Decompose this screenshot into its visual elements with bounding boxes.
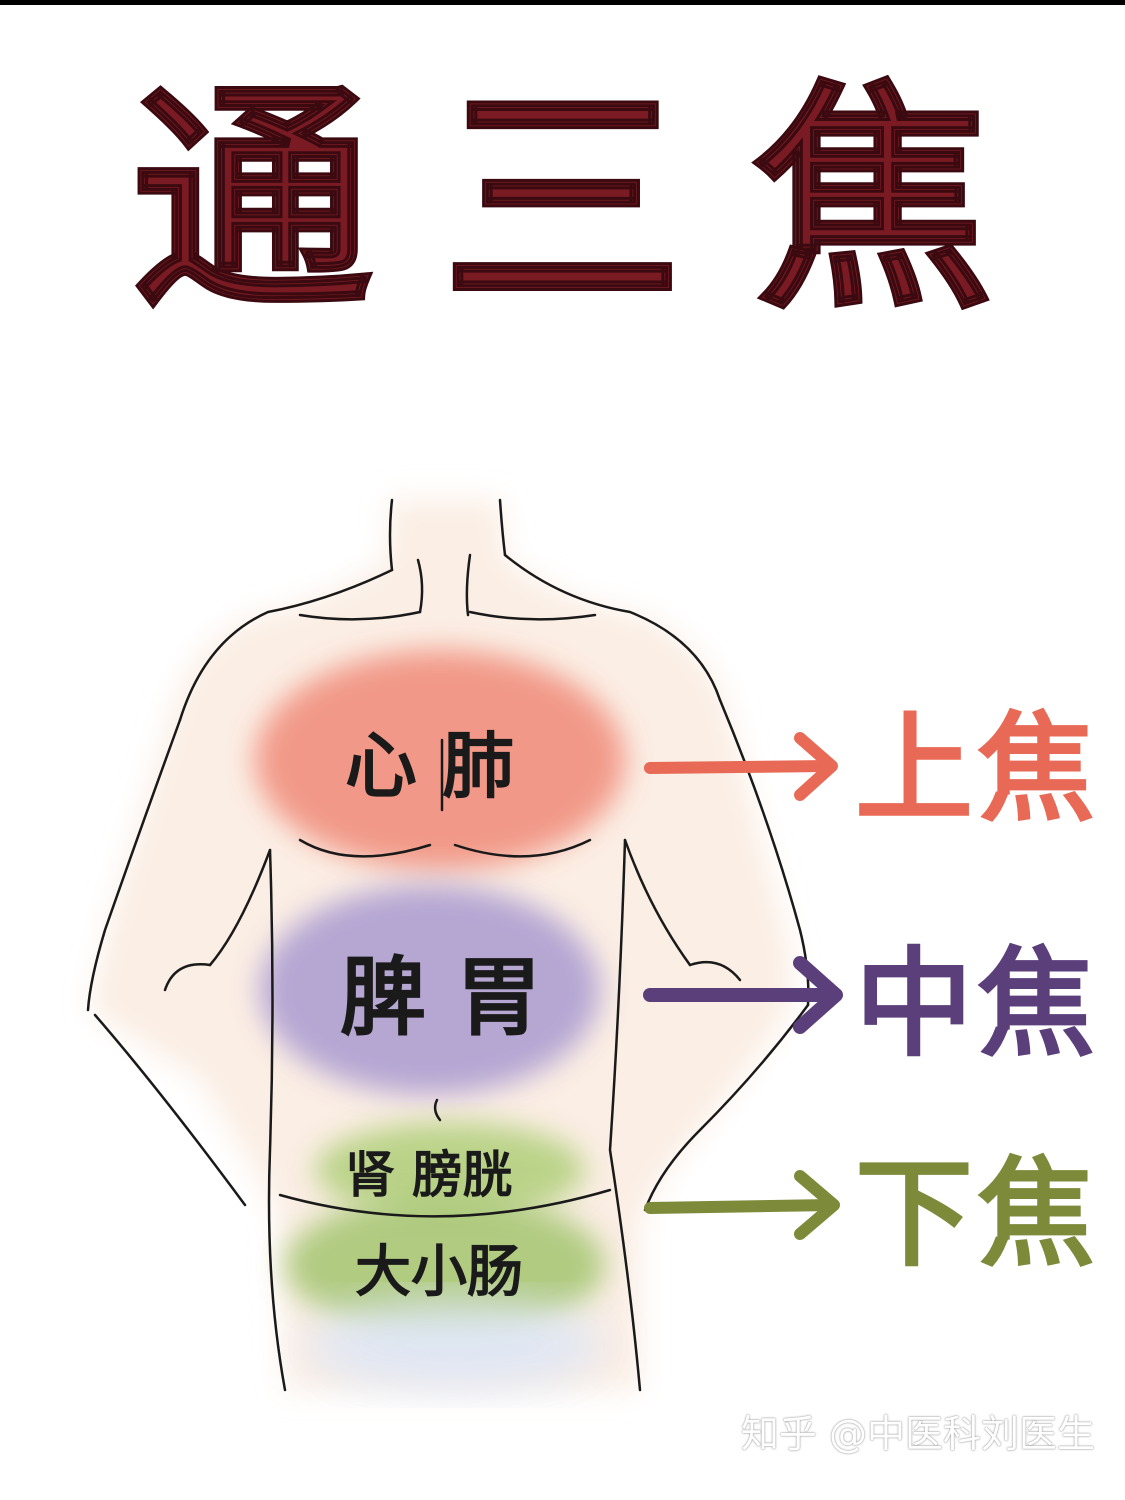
- right-arm-inner: [623, 838, 692, 967]
- middle-arrow: [643, 956, 843, 1034]
- top-rule: [0, 0, 1125, 5]
- middle-jiao-blob: [260, 885, 600, 1095]
- left-shoulder-line: [178, 568, 394, 722]
- right-elbow: [688, 960, 742, 982]
- right-shoulder-line: [503, 553, 722, 702]
- upper-organs-label: 心 肺: [345, 724, 515, 808]
- arrows: [643, 732, 843, 1240]
- torso-left-side: [267, 848, 287, 1392]
- left-collarbone: [298, 610, 422, 621]
- middle-organs-label: 脾 胃: [340, 948, 542, 1048]
- neck-tendon: [416, 558, 424, 614]
- waist-line: [278, 1188, 612, 1218]
- navel: [433, 1098, 442, 1122]
- upper-jiao-blob: [255, 650, 625, 870]
- left-arm-inner: [208, 848, 272, 967]
- neck-left-line: [388, 498, 394, 572]
- middle-jiao-label: 中焦: [855, 935, 1100, 1073]
- neck-right-line: [498, 498, 507, 557]
- right-forearm: [643, 1003, 810, 1212]
- upper-arrow: [644, 732, 838, 801]
- chest-right-pec: [453, 838, 592, 858]
- lower-arrow: [644, 1170, 840, 1240]
- torso-right-side: [608, 838, 642, 1392]
- lower-jiao-blob: [285, 1195, 605, 1335]
- left-forearm: [93, 1013, 247, 1207]
- page-title: 通三焦: [131, 59, 1063, 341]
- watermark: 知乎 @中医科刘医生: [740, 1412, 1095, 1456]
- pelvis-blob: [305, 1300, 605, 1390]
- lower-organs-label-2: 大小肠: [355, 1240, 523, 1305]
- right-collarbone: [468, 610, 597, 621]
- lower-jiao-label: 下焦: [855, 1145, 1100, 1283]
- upper-jiao-label: 上焦: [855, 700, 1100, 838]
- neck-tendon-2: [465, 553, 472, 617]
- lower-organs-label: 肾 膀胱: [345, 1146, 513, 1204]
- left-arm-outer: [86, 718, 182, 1012]
- chest-left-pec: [298, 838, 432, 858]
- left-elbow: [163, 963, 212, 992]
- lower-jiao-blob-top: [315, 1122, 585, 1218]
